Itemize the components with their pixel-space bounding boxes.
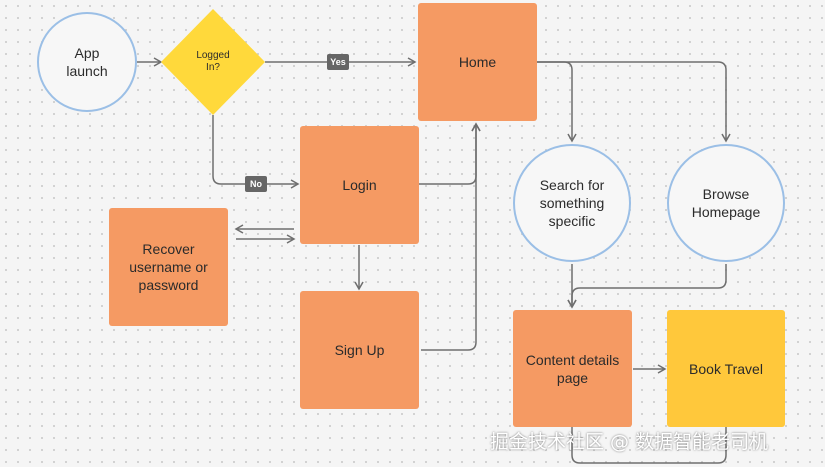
- book-travel-label: Book Travel: [689, 360, 763, 377]
- sign-up-label: Sign Up: [334, 342, 385, 358]
- edge-decision-to-login: [212, 115, 300, 189]
- edge-login-to-home: [419, 122, 481, 185]
- sign-up-node: Sign Up: [300, 291, 419, 409]
- recover-label: Recover username or password: [129, 241, 208, 293]
- logged-in-decision-shape: [161, 9, 265, 115]
- search-label: Search for something specific: [539, 177, 605, 229]
- watermark: 掘金技术社区 @ 数据智能老司机: [490, 431, 769, 453]
- yes-label: Yes: [327, 54, 349, 70]
- content-details-label: Content details page: [525, 351, 620, 386]
- no-label: No: [245, 176, 267, 192]
- home-node: Home: [418, 3, 537, 121]
- login-label: Login: [342, 177, 377, 193]
- edge-signup-to-home: [421, 122, 481, 351]
- browse-node: Browse Homepage: [667, 144, 785, 262]
- login-node: Login: [300, 126, 419, 244]
- browse-label: Browse Homepage: [691, 186, 761, 220]
- book-travel-node: Book Travel: [667, 310, 785, 427]
- edge-home-to-search: [537, 61, 577, 143]
- recover-node: Recover username or password: [109, 208, 228, 326]
- logged-in-label: Logged In?: [196, 50, 230, 73]
- edge-home-to-browse: [537, 61, 731, 143]
- search-node: Search for something specific: [513, 144, 631, 262]
- app-launch-label: App launch: [66, 45, 108, 79]
- edge-browse-to-content: [567, 264, 727, 309]
- edge-bottom-loop: [571, 427, 727, 464]
- home-label: Home: [458, 54, 497, 70]
- content-details-node: Content details page: [513, 310, 632, 427]
- logged-in-decision: Logged In?: [175, 40, 251, 84]
- app-launch-node: App launch: [37, 12, 137, 112]
